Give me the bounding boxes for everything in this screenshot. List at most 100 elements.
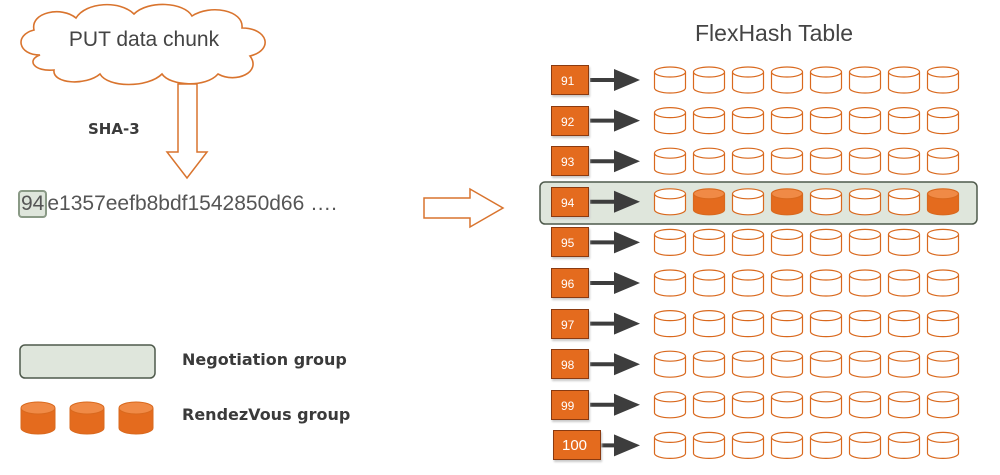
hash-prefix: 94	[18, 190, 48, 218]
storage-cylinder	[770, 66, 804, 94]
storage-cylinder	[887, 310, 921, 338]
storage-cylinder	[731, 106, 765, 135]
cloud-shape	[20, 3, 266, 86]
storage-cylinder	[653, 391, 687, 419]
row-id-100: 100	[553, 430, 601, 461]
storage-cylinder	[692, 431, 726, 459]
storage-cylinder	[692, 106, 726, 135]
row-id-98: 98	[551, 349, 589, 380]
storage-cylinder	[926, 228, 960, 256]
legend-rendezvous-cylinder	[69, 401, 105, 435]
storage-cylinder	[692, 269, 726, 297]
storage-cylinder	[770, 391, 804, 419]
row-arrow	[590, 190, 640, 213]
storage-cylinder	[653, 147, 687, 175]
storage-cylinder	[809, 147, 843, 175]
cloud-label: PUT data chunk	[68, 28, 220, 51]
storage-cylinder	[770, 350, 804, 378]
storage-cylinder	[770, 228, 804, 256]
storage-cylinder	[770, 431, 804, 459]
rendezvous-cylinder	[926, 188, 960, 216]
storage-cylinder	[887, 188, 921, 216]
row-arrow	[590, 393, 640, 416]
storage-cylinder	[887, 391, 921, 419]
storage-cylinder	[848, 310, 882, 338]
storage-cylinder	[848, 66, 882, 94]
storage-cylinder	[653, 66, 687, 94]
row-arrow	[590, 150, 640, 173]
storage-cylinder	[653, 106, 687, 135]
row-id-95: 95	[551, 227, 589, 258]
storage-cylinder	[848, 106, 882, 135]
storage-cylinder	[887, 106, 921, 135]
storage-cylinder	[809, 310, 843, 338]
hash-right-arrow	[423, 187, 505, 229]
storage-cylinder	[848, 431, 882, 459]
storage-cylinder	[809, 188, 843, 216]
storage-cylinder	[731, 188, 765, 216]
row-arrow	[590, 312, 640, 335]
legend-rendezvous-label: RendezVous group	[182, 405, 351, 424]
storage-cylinder	[653, 228, 687, 256]
storage-cylinder	[848, 350, 882, 378]
storage-cylinder	[926, 350, 960, 378]
hash-function-label: SHA-3	[88, 120, 140, 138]
storage-cylinder	[731, 147, 765, 175]
storage-cylinder	[809, 431, 843, 459]
storage-cylinder	[770, 310, 804, 338]
storage-cylinder	[848, 228, 882, 256]
storage-cylinder	[809, 228, 843, 256]
legend-negotiation-label: Negotiation group	[182, 350, 347, 369]
row-id-92: 92	[551, 105, 589, 136]
sha-down-arrow	[165, 83, 209, 180]
hash-rest: e1357eefb8bdf1542850d66 ….	[47, 192, 337, 215]
storage-cylinder	[692, 228, 726, 256]
storage-cylinder	[770, 106, 804, 135]
table-title: FlexHash Table	[695, 20, 854, 46]
storage-cylinder	[692, 350, 726, 378]
storage-cylinder	[731, 269, 765, 297]
legend-rendezvous-cylinder	[20, 401, 56, 435]
storage-cylinder	[809, 106, 843, 135]
row-id-91: 91	[551, 65, 589, 95]
storage-cylinder	[692, 147, 726, 175]
storage-cylinder	[653, 188, 687, 216]
storage-cylinder	[731, 350, 765, 378]
storage-cylinder	[926, 431, 960, 459]
legend-rendezvous-cylinder	[118, 401, 154, 435]
row-arrow	[600, 434, 640, 457]
storage-cylinder	[653, 269, 687, 297]
row-arrow	[590, 231, 640, 254]
storage-cylinder	[887, 147, 921, 175]
row-arrow	[590, 69, 640, 91]
storage-cylinder	[809, 391, 843, 419]
storage-cylinder	[848, 147, 882, 175]
storage-cylinder	[848, 269, 882, 297]
storage-cylinder	[731, 228, 765, 256]
storage-cylinder	[770, 269, 804, 297]
storage-cylinder	[848, 391, 882, 419]
storage-cylinder	[653, 431, 687, 459]
storage-cylinder	[926, 66, 960, 94]
storage-cylinder	[887, 431, 921, 459]
storage-cylinder	[926, 106, 960, 135]
storage-cylinder	[653, 310, 687, 338]
storage-cylinder	[809, 66, 843, 94]
row-id-99: 99	[551, 389, 589, 420]
storage-cylinder	[770, 147, 804, 175]
storage-cylinder	[809, 269, 843, 297]
storage-cylinder	[731, 431, 765, 459]
storage-cylinder	[731, 310, 765, 338]
row-id-96: 96	[551, 268, 589, 298]
storage-cylinder	[653, 350, 687, 378]
storage-cylinder	[926, 147, 960, 175]
storage-cylinder	[887, 66, 921, 94]
storage-cylinder	[926, 269, 960, 297]
storage-cylinder	[926, 310, 960, 338]
row-id-93: 93	[551, 146, 589, 177]
storage-cylinder	[887, 228, 921, 256]
row-id-97: 97	[551, 308, 589, 339]
row-arrow	[590, 109, 640, 132]
